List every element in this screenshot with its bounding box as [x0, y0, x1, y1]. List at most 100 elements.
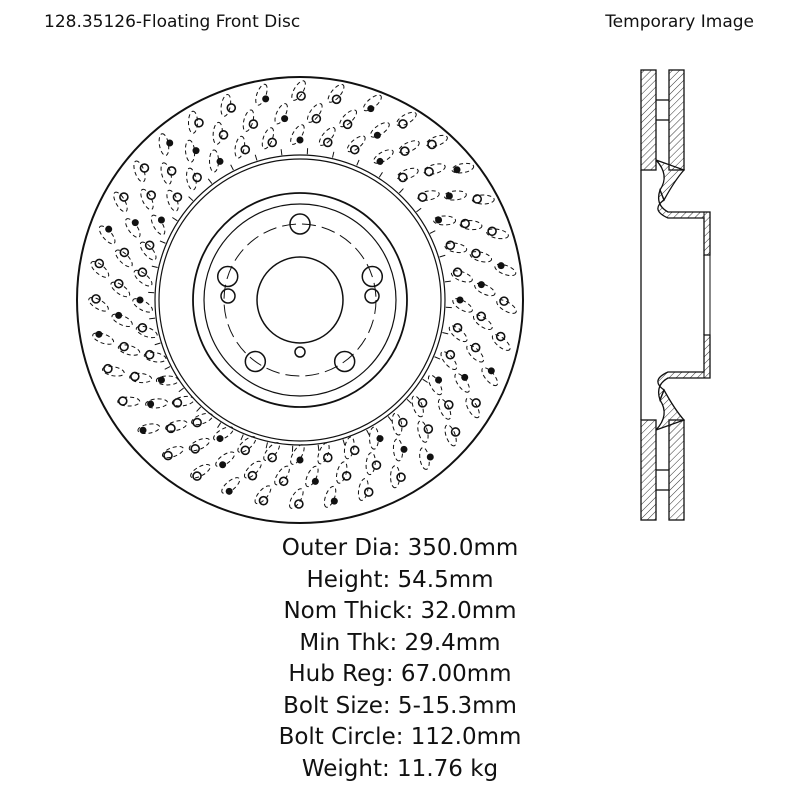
drilled-hole — [445, 240, 456, 251]
ring-tick — [439, 254, 446, 258]
drilled-hole — [172, 398, 183, 408]
vane-outline — [190, 463, 211, 479]
drilled-hole — [240, 445, 251, 456]
vane-outline — [465, 397, 480, 419]
ring-tick — [188, 196, 194, 202]
bolt-hole — [244, 350, 267, 373]
vane-outline — [369, 122, 390, 138]
vane-outline — [243, 460, 262, 479]
vane-outline — [396, 111, 417, 127]
vane-outline — [117, 396, 141, 407]
vane-outline — [451, 162, 475, 174]
slot-dot — [105, 225, 113, 233]
ring-tick — [442, 332, 449, 335]
drilled-hole — [258, 495, 269, 506]
vane-outline — [362, 94, 382, 112]
slot-dot — [367, 105, 375, 113]
vane-outline — [165, 420, 188, 432]
drilled-hole — [137, 322, 148, 333]
slot-dot — [166, 139, 174, 147]
drilled-hole — [192, 471, 202, 481]
drilled-hole — [226, 103, 237, 113]
drilled-hole — [427, 139, 437, 150]
ring-tick — [406, 398, 412, 404]
locating-hole — [294, 346, 306, 358]
ring-tick — [416, 207, 422, 213]
vane-outline — [396, 167, 419, 181]
vane-outline — [114, 249, 133, 268]
drilled-hole — [499, 296, 509, 306]
vane-outline — [129, 372, 153, 384]
vane-outline — [102, 365, 125, 377]
vane-outline — [143, 351, 167, 363]
vane-outline — [494, 263, 517, 277]
drilled-hole — [371, 460, 382, 470]
vane-outline — [92, 332, 115, 345]
vane-outline — [306, 103, 323, 123]
vane-outline — [416, 190, 440, 201]
vane-outline — [242, 109, 255, 132]
drilled-hole — [240, 144, 251, 155]
ring-tick — [429, 230, 436, 234]
drilled-hole — [190, 443, 201, 454]
drilled-hole — [94, 258, 105, 269]
spec-minimum-thickness: Min Thk: 29.4mm — [299, 629, 501, 656]
temporary-image-note: Temporary Image — [605, 12, 754, 32]
ring-tick — [151, 265, 158, 268]
slot-dot — [262, 95, 270, 103]
vane-outline — [171, 395, 195, 407]
drilled-hole — [278, 476, 289, 487]
drilled-hole — [194, 117, 204, 128]
drilled-hole — [331, 94, 342, 105]
ring-tick — [254, 154, 258, 161]
slot-dot — [456, 296, 464, 304]
vane-outline — [209, 149, 220, 173]
vane-outline — [305, 465, 319, 488]
bolt-hole — [216, 265, 239, 288]
vane-outline — [365, 452, 376, 476]
drilled-hole — [119, 341, 129, 352]
drilled-hole — [476, 311, 487, 322]
vane-outline — [213, 426, 234, 441]
slot-dot — [157, 216, 165, 224]
vane-outline — [440, 351, 458, 370]
slot-dot — [157, 376, 165, 384]
slot-dot — [95, 330, 103, 338]
ring-tick — [159, 240, 166, 244]
spec-weight: Weight: 11.76 kg — [301, 755, 499, 782]
vane-outline — [491, 334, 511, 351]
drilled-hole — [166, 423, 176, 434]
drilled-hole — [166, 166, 177, 176]
vane-outline — [466, 344, 485, 363]
vane-outline — [113, 191, 128, 213]
spec-outer-diameter: Outer Dia: 350.0mm — [281, 535, 519, 561]
slot-dot — [373, 131, 381, 139]
vane-outline — [452, 298, 473, 313]
ring-tick — [422, 378, 428, 383]
ring-tick — [265, 442, 268, 449]
slot-dot — [192, 147, 200, 155]
spec-hub-register: Hub Reg: 67.00mm — [288, 661, 512, 687]
drilled-hole — [342, 119, 353, 130]
drilled-hole — [460, 218, 470, 229]
outer-edge — [76, 76, 524, 524]
drilled-hole — [471, 248, 481, 259]
slot-dot — [216, 435, 224, 443]
hat-outer — [192, 192, 408, 408]
vane-outline — [111, 313, 133, 327]
vane-outline — [450, 270, 473, 283]
slot-dot — [136, 296, 144, 304]
center-bore — [256, 256, 344, 344]
slot-dot — [497, 262, 505, 270]
vane-outline — [471, 194, 495, 205]
slot-dot — [461, 373, 469, 381]
vane-outline — [390, 465, 401, 489]
drilled-hole — [117, 396, 128, 406]
ring-tick — [366, 429, 370, 436]
vane-outline — [427, 374, 443, 396]
drilled-hole — [130, 371, 140, 382]
vane-outline — [486, 228, 509, 240]
slot-dot — [115, 311, 123, 319]
slot-dot — [296, 136, 304, 144]
